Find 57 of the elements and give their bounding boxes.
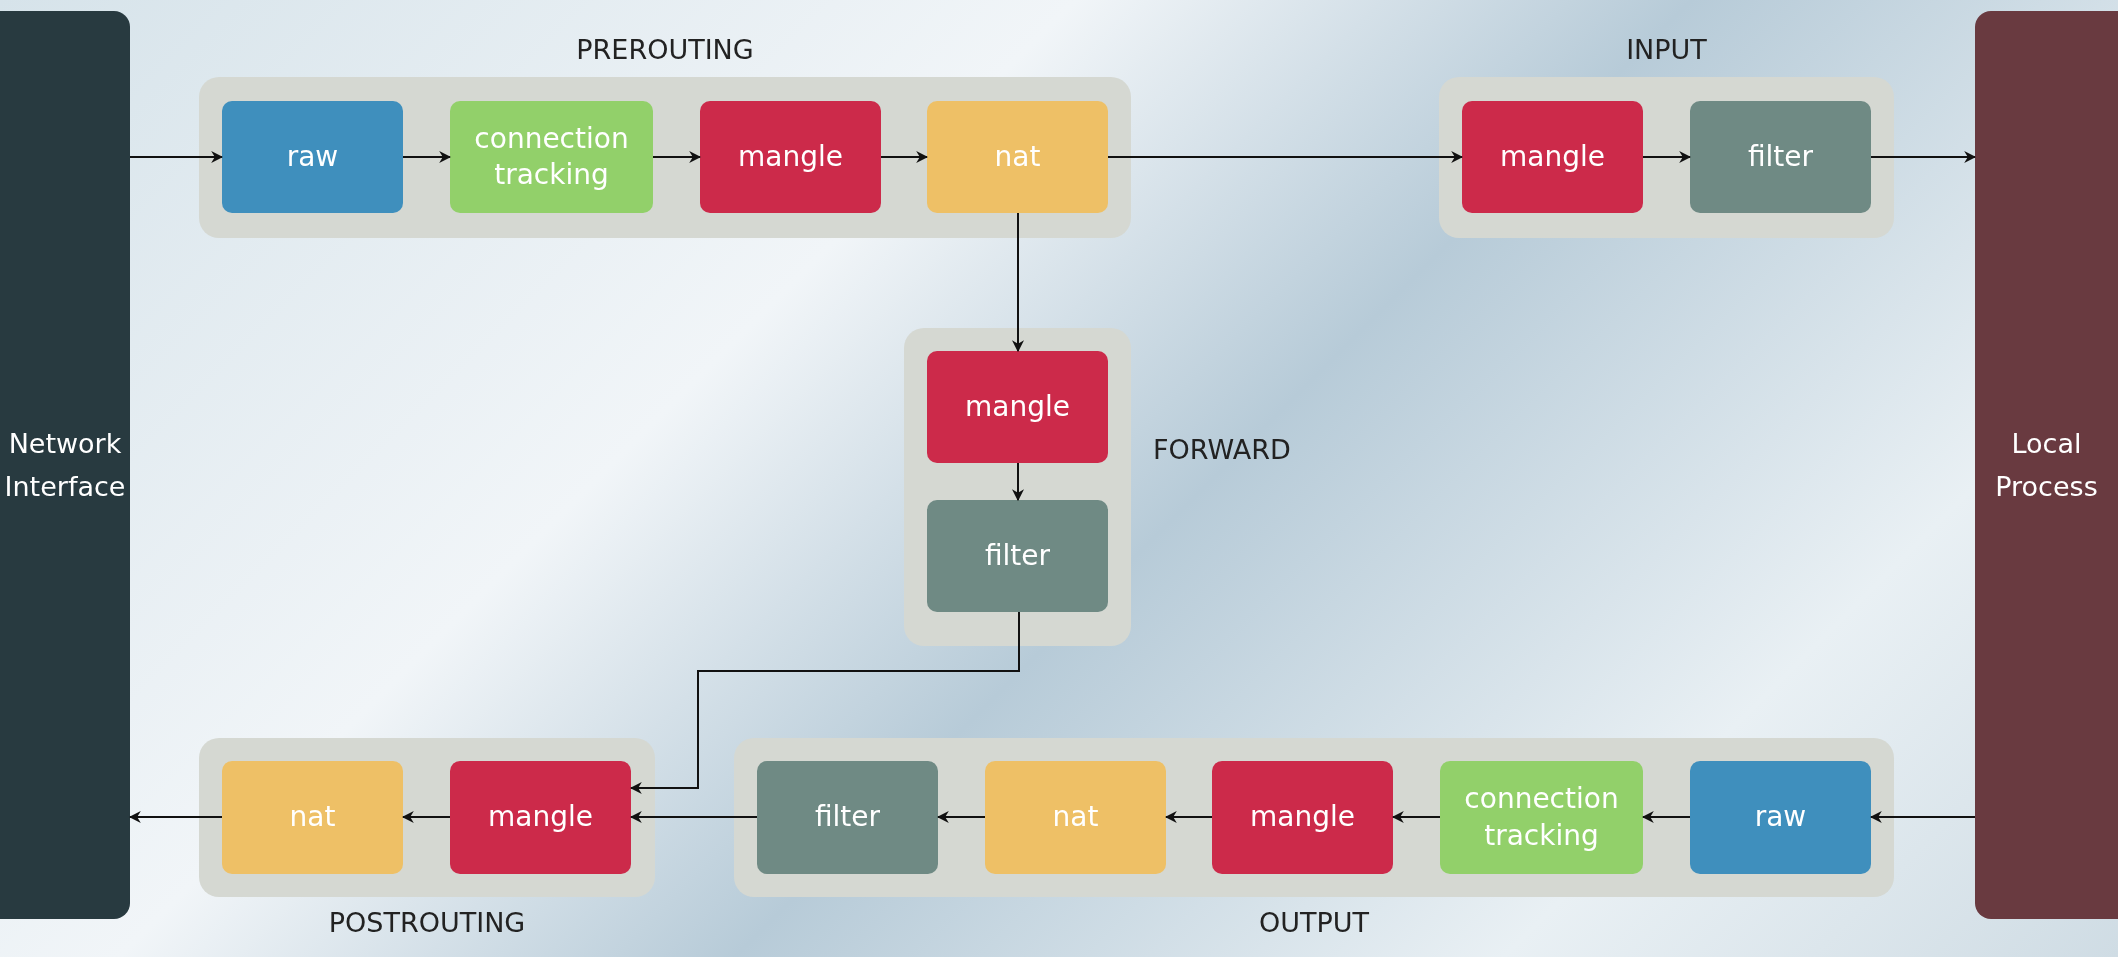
arrow bbox=[936, 811, 986, 823]
panel-label: Local Process bbox=[1994, 426, 2099, 504]
arrow bbox=[128, 811, 223, 823]
table-label: connection tracking bbox=[1463, 781, 1620, 854]
table-box bbox=[1462, 101, 1643, 213]
arrow bbox=[1641, 811, 1691, 823]
arrow bbox=[1164, 811, 1213, 823]
table-label: raw bbox=[1754, 799, 1807, 836]
chain-heading: OUTPUT bbox=[1259, 907, 1369, 938]
local-process-panel bbox=[1975, 11, 2118, 919]
table-box bbox=[700, 101, 881, 213]
table-label: filter bbox=[1747, 138, 1814, 175]
table-box bbox=[1690, 101, 1871, 213]
chain-heading: PREROUTING bbox=[576, 34, 754, 65]
arrow bbox=[1391, 811, 1441, 823]
arrow bbox=[1870, 151, 1977, 163]
arrow bbox=[402, 151, 452, 163]
arrow bbox=[129, 151, 224, 163]
arrow bbox=[629, 611, 1020, 794]
table-box bbox=[222, 761, 403, 874]
table-box bbox=[1440, 761, 1643, 874]
network-interface-panel bbox=[0, 11, 130, 919]
arrow bbox=[1869, 811, 1976, 823]
table-box bbox=[450, 761, 631, 874]
table-box bbox=[927, 500, 1108, 612]
table-label: nat bbox=[994, 138, 1041, 175]
arrow bbox=[629, 811, 758, 823]
table-box bbox=[450, 101, 653, 213]
table-box bbox=[985, 761, 1166, 874]
table-box bbox=[1212, 761, 1393, 874]
table-label: mangle bbox=[488, 799, 593, 836]
arrow bbox=[401, 811, 451, 823]
arrow bbox=[880, 151, 929, 163]
panel-label: Network Interface bbox=[3, 426, 127, 504]
table-box bbox=[927, 101, 1108, 213]
table-label: connection tracking bbox=[473, 120, 630, 193]
arrow bbox=[652, 151, 702, 163]
table-label: mangle bbox=[738, 138, 843, 175]
chain-heading: FORWARD bbox=[1153, 434, 1291, 465]
arrow bbox=[1642, 151, 1692, 163]
arrow bbox=[1107, 151, 1464, 163]
table-label: mangle bbox=[1250, 799, 1355, 836]
table-label: raw bbox=[286, 138, 339, 175]
table-box bbox=[222, 101, 403, 213]
chain-heading: INPUT bbox=[1626, 34, 1707, 65]
table-box bbox=[757, 761, 938, 874]
table-label: nat bbox=[289, 799, 336, 836]
table-label: nat bbox=[1052, 799, 1099, 836]
table-label: mangle bbox=[965, 388, 1070, 425]
table-box bbox=[1690, 761, 1871, 874]
table-box bbox=[927, 351, 1108, 463]
table-label: mangle bbox=[1500, 138, 1605, 175]
arrow bbox=[1012, 212, 1024, 353]
arrow bbox=[1012, 462, 1024, 502]
chain-heading: POSTROUTING bbox=[328, 907, 526, 938]
table-label: filter bbox=[814, 799, 881, 836]
table-label: filter bbox=[984, 537, 1051, 574]
